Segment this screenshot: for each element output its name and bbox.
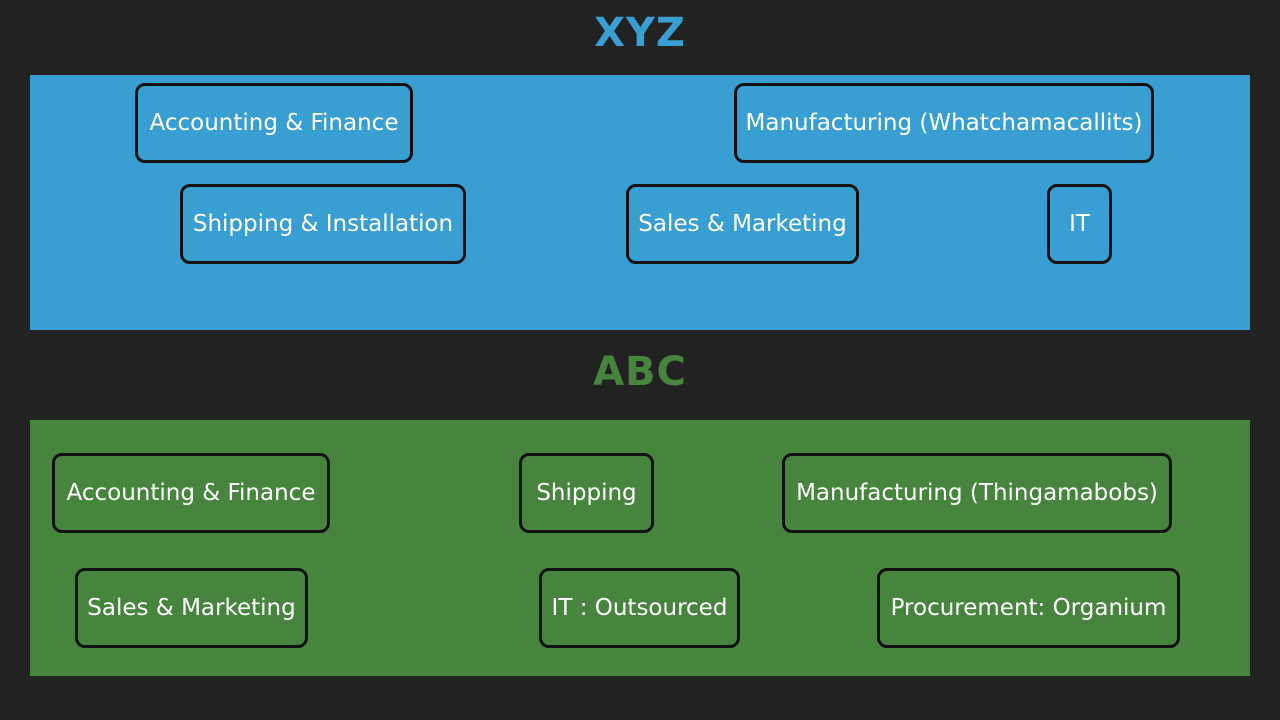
dept-box-sales-marketing: Sales & Marketing — [626, 184, 859, 264]
org-panel-abc: Accounting & Finance Shipping Manufactur… — [30, 420, 1250, 676]
org-panel-xyz: Accounting & Finance Manufacturing (What… — [30, 75, 1250, 330]
dept-box-shipping-installation: Shipping & Installation — [180, 184, 466, 264]
dept-box-manufacturing: Manufacturing (Thingamabobs) — [782, 453, 1172, 533]
dept-box-manufacturing: Manufacturing (Whatchamacallits) — [734, 83, 1154, 163]
dept-box-accounting-finance: Accounting & Finance — [135, 83, 413, 163]
dept-box-shipping: Shipping — [519, 453, 654, 533]
dept-box-accounting-finance: Accounting & Finance — [52, 453, 330, 533]
dept-box-it: IT — [1047, 184, 1112, 264]
org-title-xyz: XYZ — [594, 10, 686, 56]
dept-box-sales-marketing: Sales & Marketing — [75, 568, 308, 648]
dept-box-it-outsourced: IT : Outsourced — [539, 568, 740, 648]
org-title-abc: ABC — [593, 349, 687, 395]
dept-box-procurement: Procurement: Organium — [877, 568, 1180, 648]
